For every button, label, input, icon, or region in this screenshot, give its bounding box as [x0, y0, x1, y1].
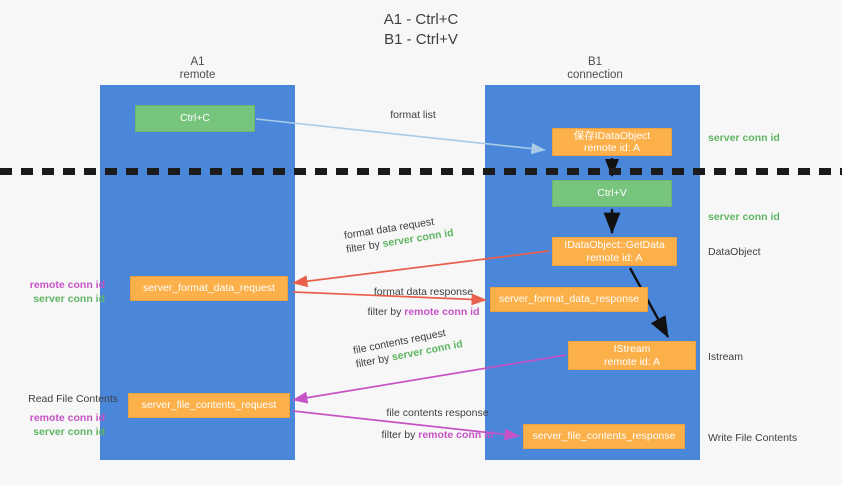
node-idataobject-getdata[interactable]: IDataObject::GetData remote id: A: [552, 237, 677, 266]
label-remote-conn-id-1: remote conn id: [29, 279, 105, 291]
lane-header-b1: B1 connection: [567, 56, 623, 81]
label-read-file-contents: Read File Contents: [28, 393, 118, 405]
edge-label-format-data-response: format data response filter by remote co…: [336, 285, 511, 319]
label-left-conn-ids-2: remote conn id server conn id: [0, 411, 105, 439]
remote-conn-id-text-2: remote conn id: [418, 429, 494, 441]
phase-divider: [0, 168, 842, 175]
node-ctrl-v[interactable]: Ctrl+V: [552, 180, 672, 207]
edge-label-format-data-request: format data request filter by server con…: [343, 206, 496, 257]
label-left-conn-ids-1: remote conn id server conn id: [0, 278, 105, 306]
remote-conn-id-text-1: remote conn id: [404, 306, 480, 318]
edge-label-file-contents-request: file contents request filter by server c…: [352, 315, 505, 371]
label-istream: Istream: [708, 351, 744, 363]
edge-filter-remote-conn-id-1: filter by remote conn id: [336, 305, 511, 319]
label-server-conn-id-top: server conn id: [708, 132, 780, 144]
node-istream[interactable]: IStream remote id: A: [568, 341, 696, 370]
lane-header-a1: A1 remote: [179, 56, 216, 81]
node-server-file-contents-response[interactable]: server_file_contents_response: [523, 424, 685, 449]
edge-filter-remote-conn-id-2: filter by remote conn id: [350, 428, 525, 442]
label-dataobject: DataObject: [708, 246, 761, 258]
edge-label-file-contents-response-text: file contents response: [386, 407, 489, 419]
node-ctrl-c[interactable]: Ctrl+C: [135, 105, 255, 132]
node-save-idataobject[interactable]: 保存IDataObject remote id: A: [552, 128, 672, 156]
filter-by-text-2: filter by: [367, 306, 405, 318]
edge-label-format-data-response-text: format data response: [373, 286, 474, 298]
node-server-format-data-response[interactable]: server_format_data_response: [490, 287, 648, 312]
node-server-format-data-request[interactable]: server_format_data_request: [130, 276, 288, 301]
label-remote-conn-id-2: remote conn id: [29, 412, 105, 424]
edge-label-format-list: format list: [390, 109, 436, 121]
label-server-conn-id-2: server conn id: [33, 426, 105, 438]
page-title: A1 - Ctrl+C B1 - Ctrl+V: [383, 11, 459, 48]
label-write-file-contents: Write File Contents: [708, 432, 798, 444]
label-server-conn-id-1: server conn id: [33, 293, 105, 305]
filter-by-text-4: filter by: [381, 429, 419, 441]
edge-label-file-contents-response: file contents response filter by remote …: [350, 406, 525, 442]
label-server-conn-id-mid: server conn id: [708, 211, 780, 223]
node-server-file-contents-request[interactable]: server_file_contents_request: [128, 393, 290, 418]
